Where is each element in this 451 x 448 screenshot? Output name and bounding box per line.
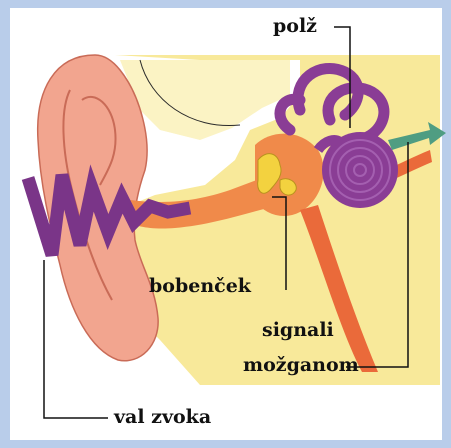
label-cochlea: polž [273,17,317,36]
label-eardrum: bobenček [149,277,251,296]
label-sound-wave: val zvoka [114,408,211,427]
label-signals-line2: možganom [243,356,359,375]
label-signals-line1: signali [262,321,334,340]
